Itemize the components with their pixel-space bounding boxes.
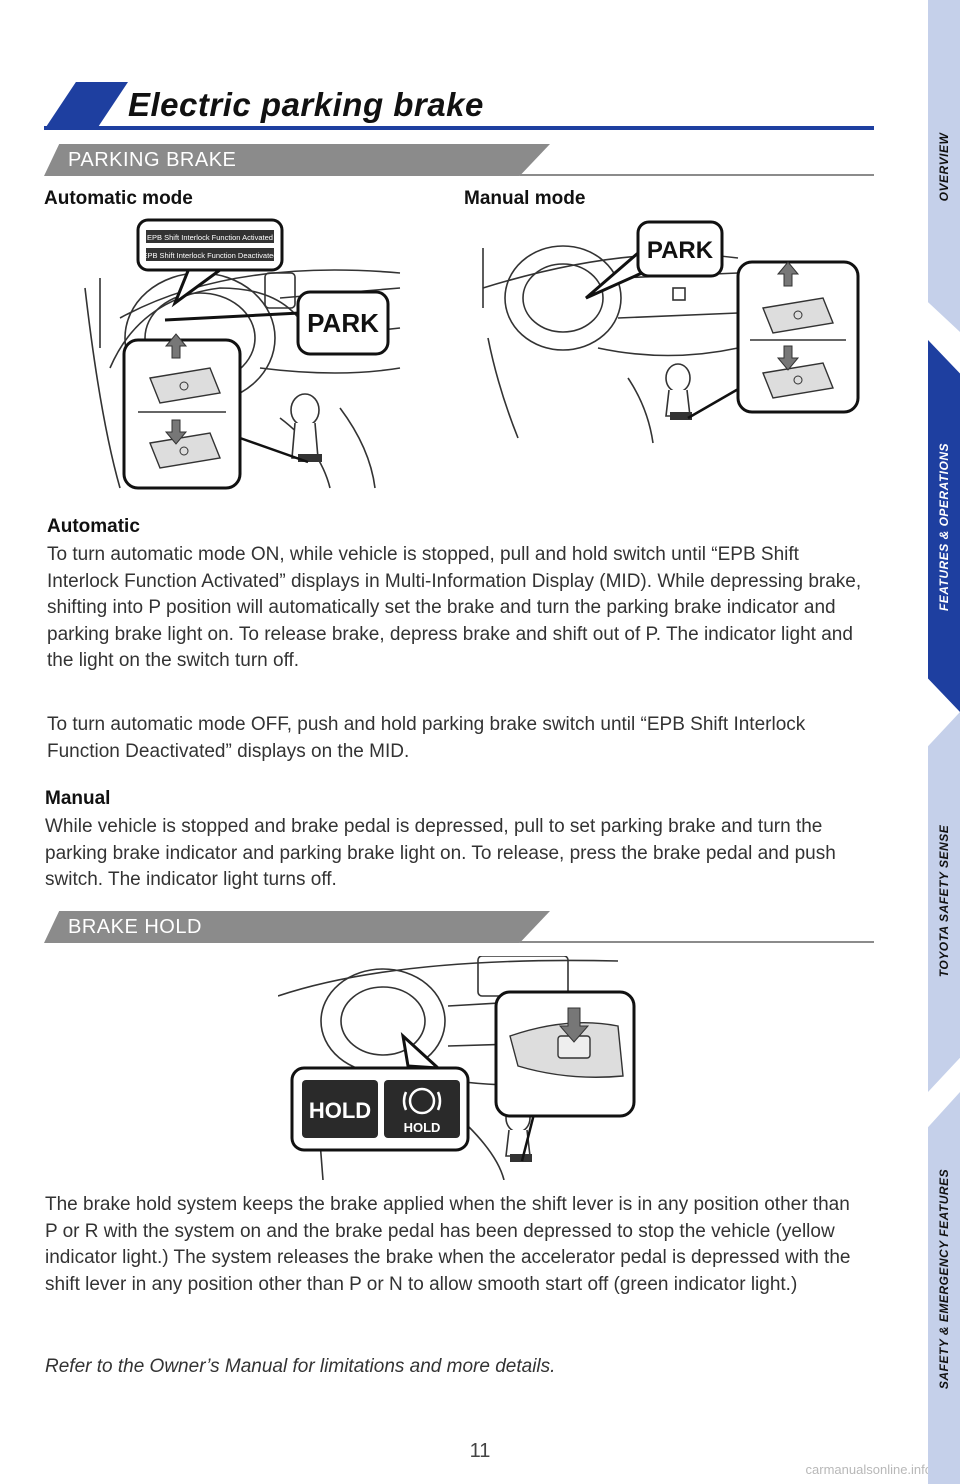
side-tab-label: FEATURES & OPERATIONS — [937, 442, 951, 612]
manual-paragraph: While vehicle is stopped and brake pedal… — [45, 816, 836, 890]
caption-automatic-mode: Automatic mode — [44, 188, 193, 209]
side-tab-overview[interactable]: OVERVIEW — [928, 0, 960, 332]
mid-message-activated: EPB Shift Interlock Function Activated — [147, 233, 273, 242]
automatic-paragraph-1: To turn automatic mode ON, while vehicle… — [47, 544, 862, 671]
section-rule — [520, 174, 874, 176]
automatic-paragraph-2: To turn automatic mode OFF, push and hol… — [47, 714, 806, 762]
side-tab-label: SAFETY & EMERGENCY FEATURES — [937, 1168, 951, 1390]
park-indicator-label: PARK — [307, 308, 379, 338]
hold-icon-label: HOLD — [404, 1120, 441, 1135]
watermark: carmanualsonline.info — [805, 1462, 932, 1477]
automatic-heading: Automatic — [47, 516, 140, 537]
section-bar-brake-hold — [44, 911, 550, 943]
manual-mode-illustration: PARK — [482, 220, 860, 444]
side-tab-features-operations[interactable]: FEATURES & OPERATIONS — [928, 340, 960, 712]
side-tab-toyota-safety-sense[interactable]: TOYOTA SAFETY SENSE — [928, 712, 960, 1092]
section-label-brake-hold: BRAKE HOLD — [68, 916, 202, 938]
section-bar-parking-brake — [44, 144, 550, 176]
page-title: Electric parking brake — [128, 86, 484, 123]
park-indicator-label-manual: PARK — [647, 237, 714, 264]
page-number: 11 — [469, 1440, 491, 1462]
section-label-parking-brake: PARKING BRAKE — [68, 149, 237, 171]
brake-hold-paragraph: The brake hold system keeps the brake ap… — [45, 1194, 851, 1295]
automatic-mode-illustration: EPB Shift Interlock Function Activated E… — [84, 218, 401, 490]
mid-message-deactivated: EPB Shift Interlock Function Deactivated — [142, 251, 277, 260]
header-underline — [44, 126, 874, 130]
header-accent — [44, 82, 128, 130]
side-tab-safety-emergency[interactable]: SAFETY & EMERGENCY FEATURES — [928, 1092, 960, 1484]
section-rule — [520, 941, 874, 943]
caption-manual-mode: Manual mode — [464, 188, 586, 209]
side-tab-label: OVERVIEW — [937, 132, 951, 202]
owners-manual-note: Refer to the Owner’s Manual for limitati… — [45, 1356, 556, 1377]
manual-heading: Manual — [45, 788, 111, 809]
side-tab-label: TOYOTA SAFETY SENSE — [937, 824, 951, 978]
hold-indicator-text: HOLD — [309, 1098, 371, 1123]
brake-hold-illustration: HOLD HOLD — [278, 956, 636, 1180]
